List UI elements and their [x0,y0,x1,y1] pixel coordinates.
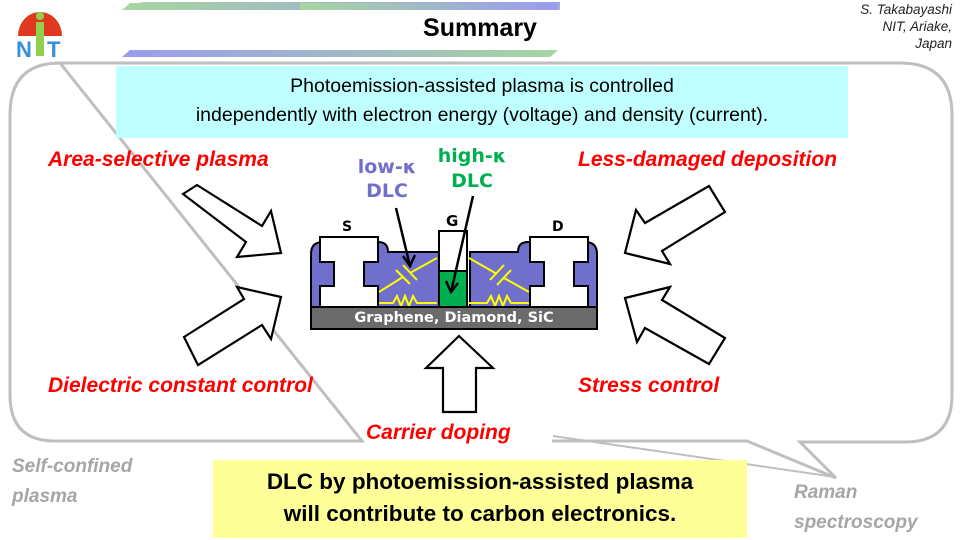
arrow-top-right-icon [623,184,727,266]
feature-less-damaged: Less-damaged deposition [578,148,838,171]
source-label: S [342,219,353,235]
nit-logo-icon: N T [16,12,62,62]
low-k-label: low-κ DLC [357,156,417,202]
feature-carrier-doping: Carrier doping [366,421,511,444]
arrow-bottom-left-icon [182,285,283,367]
svg-text:T: T [47,37,61,58]
drain-label: D [552,219,564,235]
conclusion-box: DLC by photoemission-assisted plasma wil… [213,460,747,538]
feature-stress-control: Stress control [578,374,720,397]
author-country: Japan [915,36,952,51]
arrow-top-left-icon [181,183,283,259]
arrow-bottom-center-icon [423,334,496,414]
feature-dielectric-control: Dielectric constant control [48,374,313,397]
svg-text:N: N [16,37,32,58]
title-bar-top-right [300,3,558,10]
title-bar-bottom [122,50,558,57]
conclusion-line-2: will contribute to carbon electronics. [283,501,677,526]
high-k-label: high-κ DLC [437,145,507,192]
feature-area-selective: Area-selective plasma [48,148,269,171]
substrate-label: Graphene, Diamond, SiC [354,310,554,326]
intro-line-1: Photoemission-assisted plasma is control… [290,75,674,97]
page-title: Summary [423,14,537,42]
author-affiliation: NIT, Ariake, [882,19,952,34]
high-k-pointer-arrow [449,195,475,293]
note-self-confined: Self-confined plasma [12,456,133,507]
author-info: S. Takabayashi NIT, Ariake, Japan [860,1,952,52]
author-name: S. Takabayashi [860,2,952,17]
note-raman: Raman spectroscopy [794,482,918,533]
gate-label: G [446,212,459,230]
substrate [310,306,598,330]
bubble-outline [8,61,954,480]
conclusion-line-1: DLC by photoemission-assisted plasma [266,469,694,494]
low-k-pointer-arrow [394,207,412,267]
circuit-elements [378,257,530,309]
device-diagram [310,195,598,330]
arrow-bottom-right-icon [623,285,727,366]
nit-logo: N T [14,2,66,62]
raman-pointer-line [552,435,836,478]
intro-line-2: independently with electron energy (volt… [195,104,769,126]
intro-box: Photoemission-assisted plasma is control… [116,66,848,138]
